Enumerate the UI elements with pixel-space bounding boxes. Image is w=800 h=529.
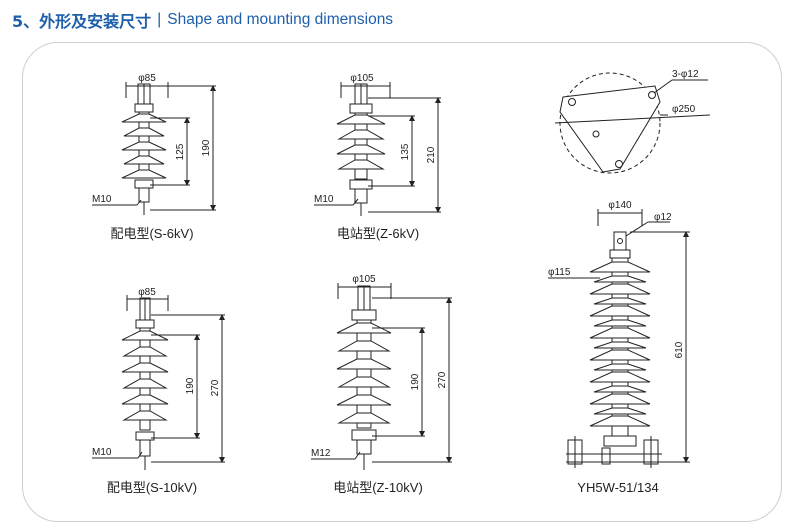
figure-z-10kv [311,283,452,470]
mounting-base-drawing [554,72,711,174]
section-title-chinese: 5、外形及安装尺寸 [12,12,152,31]
fig4-dim-outer: 270 [437,371,448,388]
figure-s-10kv [92,295,225,470]
fig2-diameter-label: φ105 [350,73,374,84]
fig3-dim-inner: 190 [185,377,196,394]
fig2-caption: 电站型(Z-6kV) [337,226,419,241]
fig1-dim-inner: 125 [175,143,186,160]
fig3-bolt-label: M10 [92,447,112,458]
base-circle-label: φ250 [672,104,696,115]
fig4-bolt-label: M12 [311,448,331,459]
fig5-shed-diameter-label: φ115 [548,267,571,278]
fig1-bolt-label: M10 [92,194,112,205]
figure-z-6kv [314,82,441,216]
fig2-dim-outer: 210 [426,146,437,163]
fig5-caption: YH5W-51/134 [577,480,658,495]
fig5-diameter-label: φ140 [608,200,632,211]
section-header: 5、外形及安装尺寸 | Shape and mounting dimension… [12,8,393,32]
fig4-dim-inner: 190 [410,373,421,390]
fig2-dim-inner: 135 [400,143,411,160]
fig5-hole-label: φ12 [654,212,672,223]
fig5-height-dim: 610 [674,341,685,358]
figure-yh5w [548,209,690,468]
fig1-caption: 配电型(S-6kV) [110,226,193,241]
base-holes-label: 3-φ12 [672,69,699,80]
title-separator: | [157,11,162,28]
fig2-bolt-label: M10 [314,194,334,205]
fig1-diameter-label: φ85 [138,73,156,84]
fig3-dim-outer: 270 [210,379,221,396]
fig3-diameter-label: φ85 [138,287,156,298]
fig3-caption: 配电型(S-10kV) [107,480,197,495]
fig4-diameter-label: φ105 [352,274,376,285]
fig4-caption: 电站型(Z-10kV) [333,480,423,495]
section-title-english: Shape and mounting dimensions [167,11,394,28]
fig1-dim-outer: 190 [201,139,212,156]
figure-s-6kv [92,82,216,215]
